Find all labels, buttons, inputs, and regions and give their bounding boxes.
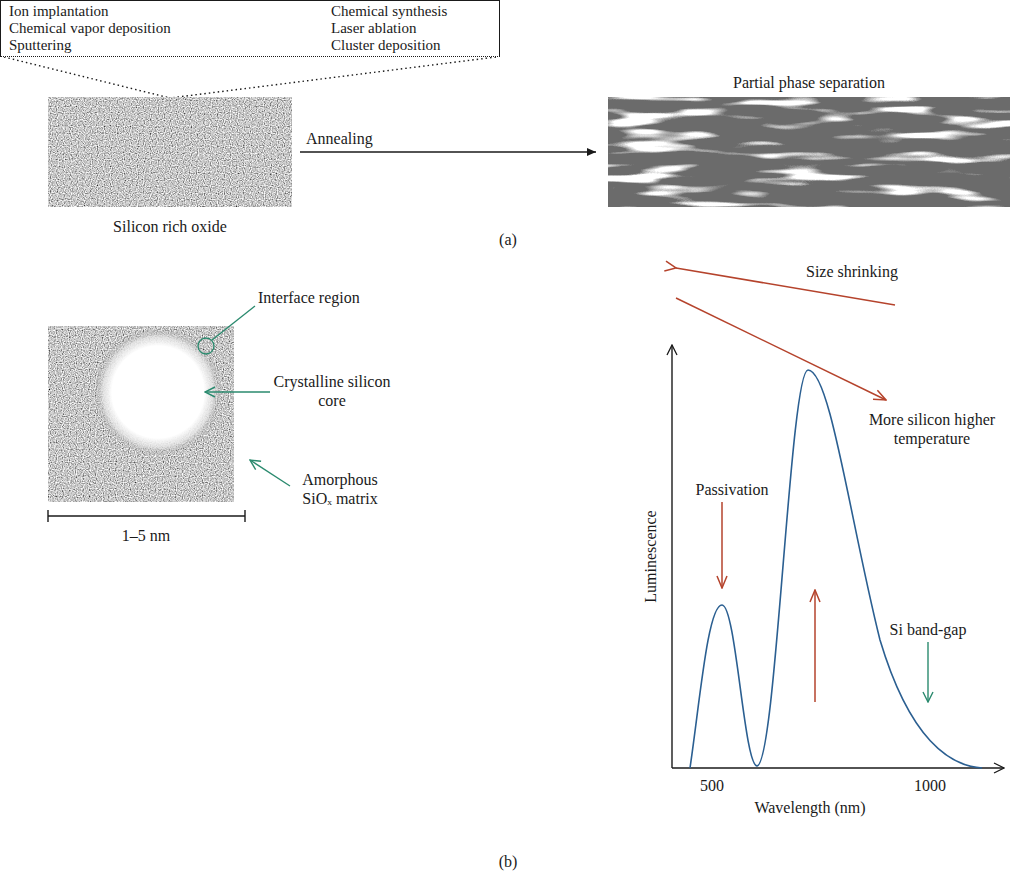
method-name: Chemical vapor deposition	[9, 20, 171, 37]
image-caption: Partial phase separation	[733, 73, 885, 92]
connector	[4, 57, 496, 98]
trend-label: More silicon higher temperature	[857, 410, 1007, 448]
method-name: Sputtering	[9, 37, 72, 54]
method-name: Chemical synthesis	[331, 3, 447, 20]
sample-image: Silicon rich oxide	[48, 97, 292, 207]
tick-label: 1000	[914, 776, 946, 795]
callout-label: Amorphous SiOₓ matrix	[290, 470, 390, 508]
method-list-box: Ion implantationChemical vapor depositio…	[0, 0, 500, 57]
sample-image: Partial phase separation	[608, 97, 1010, 207]
leader-lines	[198, 306, 290, 486]
callout-label: Crystalline silicon core	[272, 372, 392, 410]
nanocrystal-image	[48, 326, 234, 502]
texture-image	[608, 97, 1010, 207]
tick-label: 500	[700, 776, 724, 795]
spectrum-graph	[672, 268, 1004, 768]
edge-label: Annealing	[306, 129, 373, 148]
image-caption: Silicon rich oxide	[113, 217, 227, 236]
panel-label: (b)	[499, 852, 518, 871]
connector	[300, 151, 596, 152]
callout-label: Interface region	[258, 288, 360, 307]
axis-title: Luminescence	[641, 510, 660, 602]
axis-title: Wavelength (nm)	[754, 798, 865, 817]
scale-bar	[48, 510, 245, 522]
method-name: Ion implantation	[9, 3, 109, 20]
method-name: Laser ablation	[331, 20, 416, 37]
trend-label: Passivation	[696, 480, 769, 499]
trend-label: Size shrinking	[806, 262, 898, 281]
marker-label: Si band-gap	[890, 620, 967, 639]
texture-image	[48, 97, 292, 207]
method-name: Cluster deposition	[331, 37, 441, 54]
panel-label: (a)	[499, 230, 517, 249]
scale-label: 1–5 nm	[122, 526, 170, 545]
